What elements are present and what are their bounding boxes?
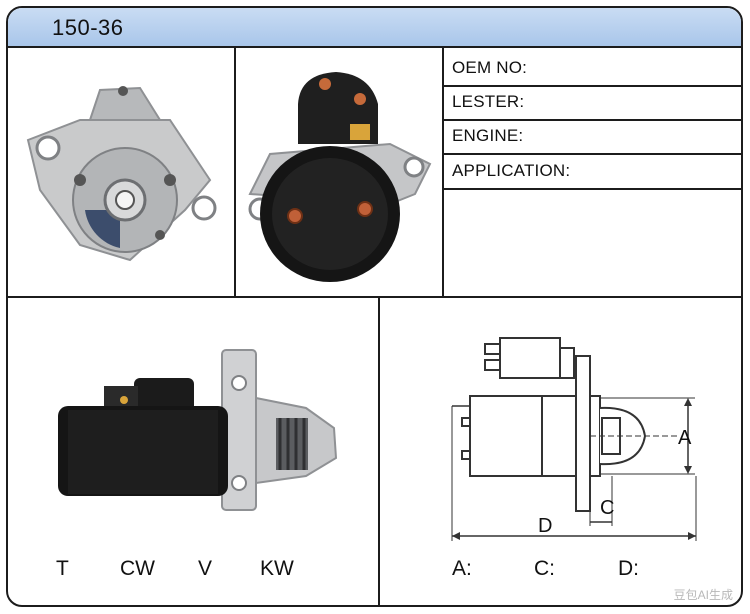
dimension-diagram: A C D	[451, 337, 697, 541]
rotation-label-kw: KW	[260, 557, 294, 580]
oem-no-label: OEM NO:	[452, 58, 528, 77]
divider-top-vertical-1	[234, 48, 236, 298]
lester-label: LESTER:	[452, 92, 525, 111]
rotation-label-cw: CW	[120, 557, 155, 580]
watermark-text: 豆包AI生成	[673, 588, 733, 602]
dimension-label-d: D:	[618, 557, 639, 580]
dimension-label-a: A:	[452, 557, 472, 580]
spec-row-line-3	[442, 153, 741, 155]
starter-front-view-image	[26, 86, 217, 262]
header-bar: 150-36	[8, 8, 741, 48]
rotation-label-v: V	[198, 557, 213, 580]
divider-top-vertical-2	[442, 48, 444, 298]
application-label: APPLICATION:	[452, 161, 571, 180]
starter-rear-view-image	[248, 72, 432, 282]
product-spec-card: 150-36 OEM NO: LESTER: ENGINE: APPLICATI…	[6, 6, 743, 607]
diagram-letter-c: C	[600, 497, 614, 519]
spec-row-line-1	[442, 85, 741, 87]
part-number-title: 150-36	[52, 15, 124, 40]
diagram-letter-d: D	[538, 515, 552, 537]
spec-row-line-4	[442, 188, 741, 190]
starter-side-view-image	[58, 349, 338, 511]
diagram-letter-a: A	[678, 427, 692, 449]
rotation-label-t: T	[56, 557, 69, 580]
engine-label: ENGINE:	[452, 126, 524, 145]
divider-bottom-vertical	[378, 296, 380, 605]
dimension-label-c: C:	[534, 557, 555, 580]
spec-row-line-2	[442, 119, 741, 121]
divider-middle-horizontal	[8, 296, 741, 298]
